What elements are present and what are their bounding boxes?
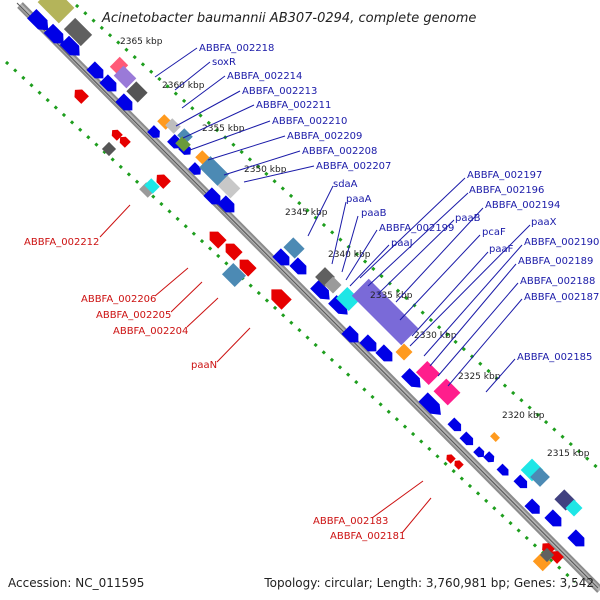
cog-block — [565, 499, 583, 517]
gene-label: pcaF — [482, 227, 506, 238]
gene-label: ABBFA_002188 — [520, 276, 595, 287]
topology-label: Topology: circular; Length: 3,760,981 bp… — [263, 576, 594, 590]
tick-label: 2325 kbp — [458, 372, 501, 382]
tick-label: 2345 kbp — [285, 208, 328, 218]
tick-label: 2360 kbp — [162, 81, 205, 91]
gene-label: ABBFA_002183 — [313, 516, 388, 527]
accession-label: Accession: NC_011595 — [8, 576, 144, 590]
gc-content-track — [4, 3, 600, 584]
gene-label: paaN — [191, 360, 217, 371]
forward-gene — [544, 509, 566, 531]
genome-title: Acinetobacter baumannii AB307-0294, comp… — [101, 11, 476, 26]
gene-label: paaJ — [391, 238, 413, 249]
gene-label: paaB — [361, 208, 387, 219]
cog-block — [283, 237, 305, 259]
forward-gene — [496, 463, 512, 479]
cog-block — [109, 56, 129, 76]
cog-block — [351, 278, 419, 346]
cog-block — [433, 378, 461, 406]
cog-block — [199, 156, 229, 186]
gene-label: paaF — [489, 244, 514, 255]
cog-block — [175, 136, 191, 152]
tick-label: 2335 kbp — [370, 291, 413, 301]
gene-label: ABBFA_002185 — [517, 352, 592, 363]
gene-label: ABBFA_002206 — [81, 294, 156, 305]
forward-gene-labels — [154, 47, 531, 393]
cog-block — [165, 118, 181, 134]
kbp-ticks: 2365 kbp 2360 kbp 2355 kbp 2350 kbp 2345… — [120, 37, 590, 459]
forward-gene — [567, 529, 589, 551]
reverse-gene-labels — [99, 204, 432, 534]
cog-block — [177, 128, 193, 144]
cog-block — [37, 0, 75, 24]
cog-block — [530, 467, 550, 487]
forward-gene — [483, 451, 497, 465]
cog-block — [144, 178, 160, 194]
tick-label: 2320 kbp — [502, 411, 545, 421]
forward-gene-label-text: ABBFA_002218 soxR ABBFA_002214 ABBFA_002… — [199, 43, 599, 363]
gene-label: soxR — [212, 57, 236, 68]
reverse-gene — [71, 86, 89, 104]
reverse-gene — [221, 239, 243, 261]
tick-label: 2355 kbp — [202, 124, 245, 134]
reverse-gene-label-text: ABBFA_002212 ABBFA_002206 ABBFA_002205 A… — [24, 237, 405, 542]
gene-label: paaA — [346, 194, 372, 205]
cog-block — [324, 276, 342, 294]
gene-label: ABBFA_002218 — [199, 43, 274, 54]
cog-block — [532, 552, 552, 572]
cog-block — [139, 182, 155, 198]
gene-label: ABBFA_002210 — [272, 116, 347, 127]
reverse-gene-track — [71, 86, 564, 564]
tick-label: 2330 kbp — [414, 331, 457, 341]
gene-label: ABBFA_002190 — [524, 237, 599, 248]
gene-label: ABBFA_002209 — [287, 131, 362, 142]
gene-label: ABBFA_002214 — [227, 71, 302, 82]
reverse-gene — [205, 227, 227, 249]
tick-label: 2340 kbp — [328, 250, 371, 260]
tick-label: 2365 kbp — [120, 37, 163, 47]
gene-label: paaX — [531, 217, 557, 228]
cog-block — [217, 175, 241, 199]
gene-label: ABBFA_002205 — [96, 310, 171, 321]
gene-label: ABBFA_002199 — [379, 223, 454, 234]
cog-block — [335, 286, 361, 312]
forward-cog-blocks — [37, 0, 583, 517]
cog-block — [113, 65, 137, 89]
gene-label: ABBFA_002187 — [524, 292, 599, 303]
gene-label: ABBFA_002207 — [316, 161, 391, 172]
cog-block — [539, 547, 555, 563]
reverse-gene — [266, 284, 292, 310]
tick-label: 2315 kbp — [547, 449, 590, 459]
tick-label: 2350 kbp — [244, 165, 287, 175]
gene-label: ABBFA_002197 — [467, 170, 542, 181]
gene-label: ABBFA_002204 — [113, 326, 188, 337]
gene-label: ABBFA_002213 — [242, 86, 317, 97]
gene-label: paaB — [455, 213, 481, 224]
cog-block — [415, 360, 441, 386]
cog-block — [490, 432, 500, 442]
gene-label: ABBFA_002189 — [518, 256, 593, 267]
gene-label: ABBFA_002212 — [24, 237, 99, 248]
cog-block — [63, 17, 93, 47]
cog-block — [126, 81, 148, 103]
gene-label: ABBFA_002181 — [330, 531, 405, 542]
gene-label: ABBFA_002196 — [469, 185, 544, 196]
gene-label: ABBFA_002194 — [485, 200, 560, 211]
gene-label: sdaA — [333, 179, 358, 190]
gene-label: ABBFA_002208 — [302, 146, 377, 157]
cog-block — [221, 262, 247, 288]
gene-label: ABBFA_002211 — [256, 100, 331, 111]
reverse-gene — [444, 452, 456, 464]
cog-block — [395, 343, 413, 361]
forward-gene — [447, 417, 465, 435]
cog-block — [101, 141, 117, 157]
